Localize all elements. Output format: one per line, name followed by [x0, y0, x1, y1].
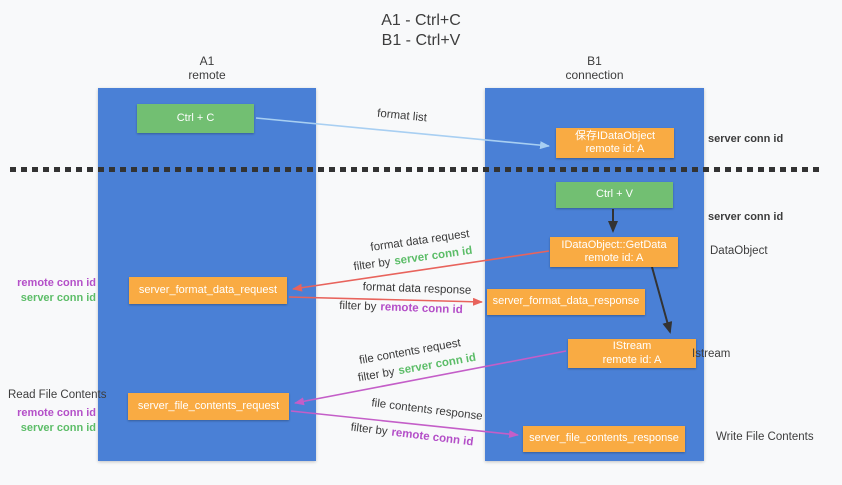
server-conn-id-label: server conn id — [20, 422, 96, 434]
node-save-idataobject: 保存IDataObject remote id: A — [556, 128, 674, 158]
page-title: A1 - Ctrl+C B1 - Ctrl+V — [0, 11, 842, 51]
title-line-2: B1 - Ctrl+V — [381, 32, 461, 49]
node-save-idataobject-remote-id: remote id: A — [585, 143, 645, 155]
node-istream-title: IStream — [612, 340, 652, 352]
remote-conn-id-text: remote conn id — [390, 426, 475, 449]
filter-by-text: filter by — [352, 256, 392, 274]
node-save-idataobject-title: 保存IDataObject — [574, 129, 656, 142]
node-ctrl-c-label: Ctrl + C — [176, 111, 215, 124]
node-server-format-data-response: server_format_data_response — [487, 289, 645, 315]
node-ctrl-c: Ctrl + C — [137, 104, 254, 133]
node-getdata-remote-id: remote id: A — [584, 252, 644, 264]
column-header-b1: B1 connection — [485, 54, 704, 82]
node-idataobject-getdata: IDataObject::GetData remote id: A — [550, 237, 678, 267]
filter-by-text: filter by — [349, 421, 389, 438]
remote-conn-id-text: remote conn id — [380, 301, 463, 317]
node-file-request-label: server_file_contents_request — [137, 399, 280, 412]
column-b1-name: B1 — [587, 54, 602, 68]
left-conn-id-pair-2: remote conn id server conn id — [0, 406, 96, 436]
node-istream: IStream remote id: A — [568, 339, 696, 368]
node-server-file-contents-response: server_file_contents_response — [523, 426, 685, 452]
node-ctrl-v: Ctrl + V — [556, 182, 673, 208]
label-format-list: format list — [376, 107, 428, 125]
node-server-file-contents-request: server_file_contents_request — [128, 393, 289, 420]
title-line-1: A1 - Ctrl+C — [381, 12, 461, 29]
node-server-format-data-request: server_format_data_request — [129, 277, 287, 304]
label-write-file-contents: Write File Contents — [716, 431, 814, 443]
label-read-file-contents: Read File Contents — [8, 389, 107, 401]
column-b1-sub: connection — [565, 67, 624, 82]
server-conn-id-label: server conn id — [20, 292, 96, 304]
left-conn-id-pair-1: remote conn id server conn id — [0, 276, 96, 306]
node-format-request-label: server_format_data_request — [138, 283, 278, 296]
column-a1-name: A1 — [199, 54, 215, 68]
remote-conn-id-label: remote conn id — [17, 277, 96, 289]
filter-by-text: filter by — [357, 366, 396, 385]
remote-conn-id-label: remote conn id — [17, 407, 96, 419]
node-istream-remote-id: remote id: A — [602, 353, 662, 366]
node-ctrl-v-label: Ctrl + V — [596, 188, 633, 201]
right-server-conn-id-1: server conn id — [708, 133, 784, 145]
column-a1-sub: remote — [188, 67, 226, 82]
label-file-contents-response: file contents response — [370, 397, 484, 423]
machine-boundary-dotted-line — [10, 167, 823, 172]
label-format-data-response: format data response — [362, 281, 472, 297]
node-getdata-title: IDataObject::GetData — [561, 238, 667, 251]
right-server-conn-id-2: server conn id — [708, 211, 784, 223]
filter-by-text: filter by — [339, 299, 377, 314]
node-format-response-label: server_format_data_response — [492, 295, 640, 308]
label-dataobject: DataObject — [710, 245, 768, 257]
label-istream-side: Istream — [692, 348, 731, 360]
column-header-a1: A1 remote — [98, 54, 316, 82]
node-file-response-label: server_file_contents_response — [529, 432, 679, 445]
